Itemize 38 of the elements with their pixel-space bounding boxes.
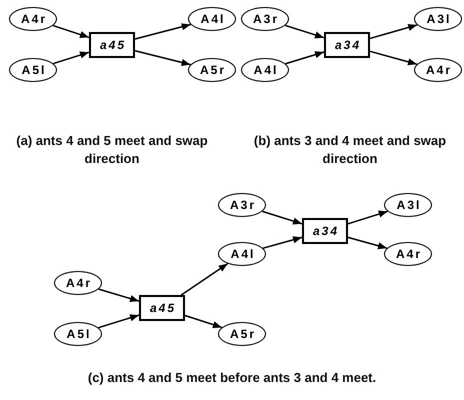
ant-ellipse: A5l [54, 322, 102, 346]
ant-ellipse: A4l [188, 7, 236, 31]
ant-ellipse: A4r [414, 58, 462, 82]
ant-ellipse: A3r [241, 7, 289, 31]
arrow [262, 210, 302, 225]
meeting-box: a34 [302, 218, 348, 244]
arrow [53, 52, 90, 64]
arrow [184, 314, 222, 328]
arrow [348, 236, 388, 250]
arrow [262, 236, 302, 249]
arrow [285, 24, 324, 38]
arrow [52, 24, 90, 38]
arrow [98, 314, 140, 328]
ant-ellipse: A4l [218, 242, 266, 266]
arrow [180, 263, 228, 296]
arrow [98, 288, 140, 302]
arrow [134, 50, 191, 66]
meeting-box: a34 [324, 32, 370, 58]
caption: (b) ants 3 and 4 meet and swap direction [252, 132, 448, 168]
arrow [285, 51, 324, 64]
meeting-box: a45 [139, 295, 185, 321]
ant-ellipse: A5r [188, 58, 236, 82]
meeting-box: a45 [89, 32, 135, 58]
arrow [348, 210, 388, 225]
ant-ellipse: A5l [9, 58, 57, 82]
arrow [370, 24, 418, 40]
ant-ellipse: A4r [9, 7, 57, 31]
caption: (c) ants 4 and 5 meet before ants 3 and 4 meet. [86, 369, 378, 387]
arrow [134, 23, 191, 40]
ant-ellipse: A5r [218, 322, 266, 346]
caption: (a) ants 4 and 5 meet and swap direction [15, 132, 209, 168]
ant-ellipse: A4r [384, 242, 432, 266]
ant-ellipse: A4l [241, 58, 289, 82]
ant-ellipse: A3l [384, 193, 432, 217]
ant-ellipse: A4r [54, 271, 102, 295]
ant-ellipse: A3r [218, 193, 266, 217]
arrow [370, 50, 418, 66]
ant-ellipse: A3l [414, 7, 462, 31]
